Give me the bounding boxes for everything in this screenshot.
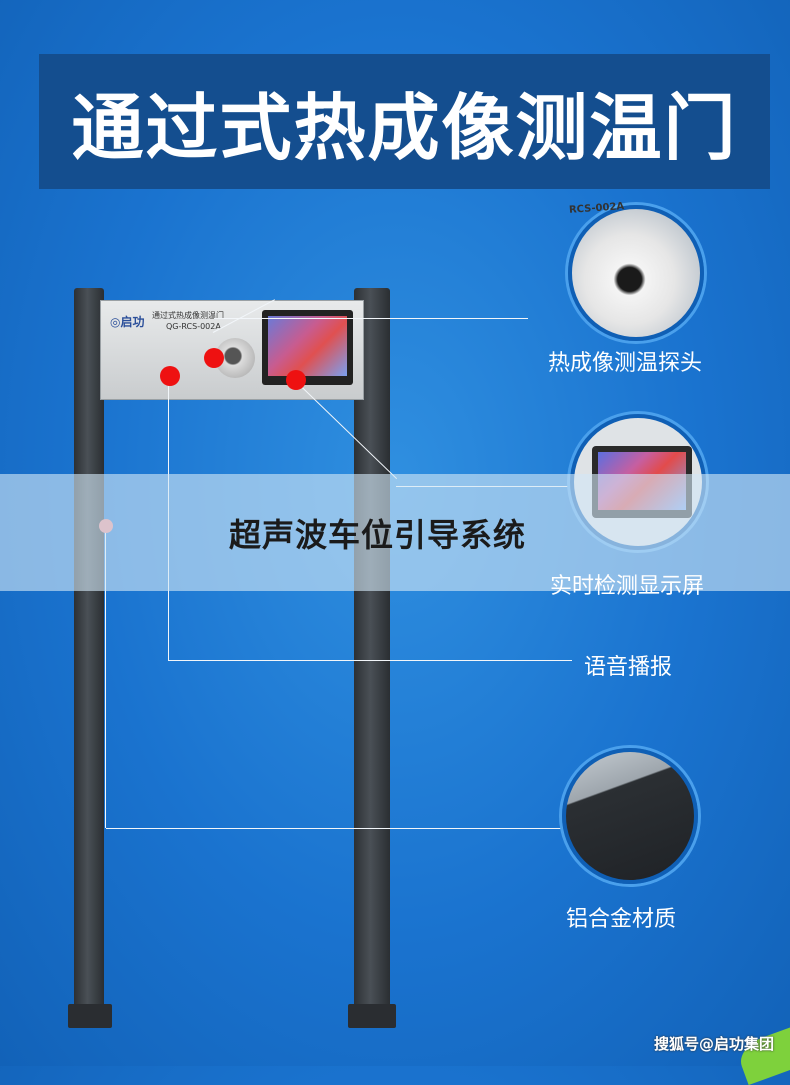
label-thermal-camera: 热成像测温探头: [548, 351, 703, 376]
callout-line-material-v: [105, 526, 106, 828]
right-foot: [348, 1004, 396, 1028]
thermal-camera-closeup: [568, 205, 704, 341]
aluminum-material-closeup: [562, 748, 698, 884]
callout-line-camera: [214, 318, 528, 319]
banner-title: 通过式热成像测温门: [71, 86, 738, 170]
panel-product-name: 通过式热成像测温门: [152, 311, 224, 320]
callout-line-voice-h: [168, 660, 572, 661]
label-display-screen: 实时检测显示屏: [550, 574, 705, 599]
callout-line-material: [106, 828, 562, 829]
right-pillar: [354, 288, 390, 1018]
panel-logo: ◎启功: [110, 315, 145, 329]
label-aluminum-material: 铝合金材质: [566, 907, 677, 932]
label-voice-broadcast: 语音播报: [584, 655, 673, 680]
marker-camera: [204, 348, 224, 368]
marker-voice: [160, 366, 180, 386]
overlay-title: 超声波车位引导系统: [229, 516, 527, 554]
marker-screen: [286, 370, 306, 390]
panel-model-number: QG-RCS-002A: [166, 322, 221, 331]
left-pillar: [74, 288, 104, 1018]
title-banner: 通过式热成像测温门: [39, 54, 770, 189]
overlay-band: [0, 474, 790, 591]
panel-screen-display: [268, 316, 347, 376]
left-foot: [68, 1004, 112, 1028]
watermark: 搜狐号@启功集团: [653, 1035, 774, 1053]
